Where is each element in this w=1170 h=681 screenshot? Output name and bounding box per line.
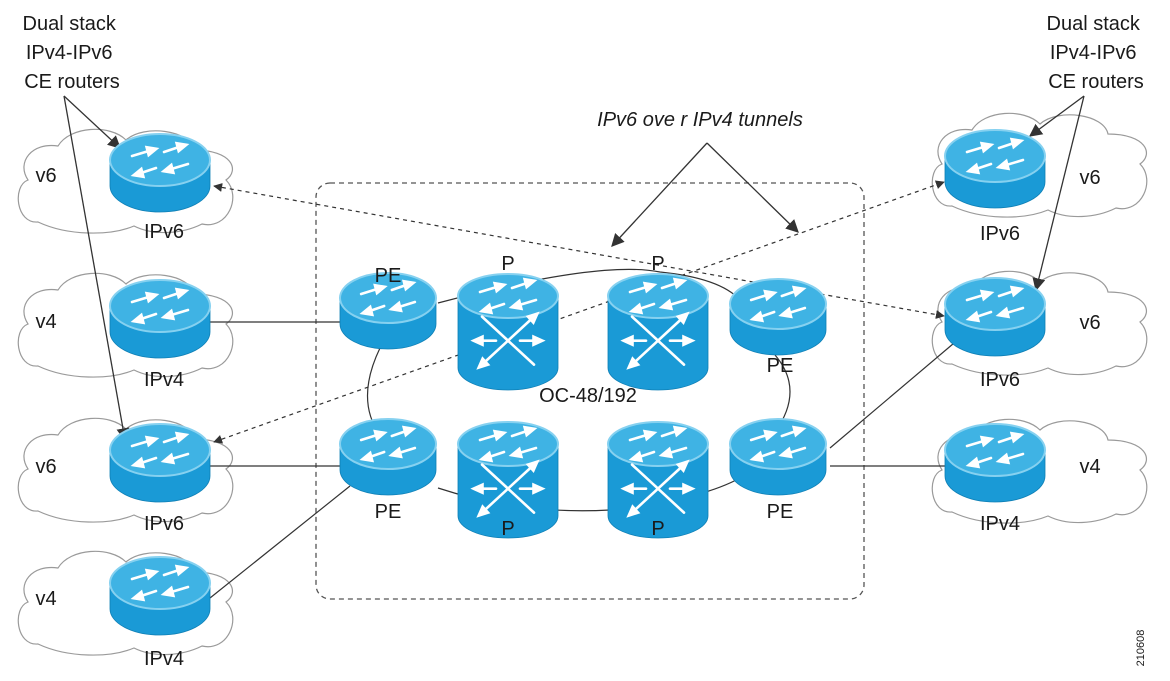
router-arrows-icon bbox=[130, 564, 190, 602]
router-arrows-icon bbox=[359, 279, 417, 317]
router-arrows-icon bbox=[130, 287, 190, 325]
router-arrows-icon bbox=[130, 431, 190, 469]
pe-top-right-label: PE bbox=[767, 355, 794, 377]
annotation-arrows bbox=[63, 95, 1085, 442]
router-left-ipv6-top bbox=[109, 133, 211, 213]
switch-cross-icon bbox=[470, 459, 546, 518]
header-right: Dual stack IPv4-IPv6 CE routers bbox=[1047, 13, 1146, 93]
router-label: IPv6 bbox=[980, 369, 1020, 391]
pe-bottom-left-label: PE bbox=[375, 501, 402, 523]
router-label: IPv6 bbox=[144, 513, 184, 535]
router-arrows-icon bbox=[628, 277, 688, 315]
cloud-label: v6 bbox=[1079, 167, 1100, 189]
router-arrows-icon bbox=[130, 141, 190, 179]
core-label: OC-48/192 bbox=[539, 385, 637, 407]
p-top-2-label: P bbox=[651, 253, 664, 275]
switch-cross-icon bbox=[470, 311, 546, 370]
router-left-ipv4-bottom bbox=[109, 556, 211, 636]
p-bottom-2 bbox=[607, 421, 709, 539]
router-right-ipv6-mid bbox=[944, 277, 1046, 357]
cloud-label: v6 bbox=[35, 165, 56, 187]
p-bottom-2-label: P bbox=[651, 518, 664, 540]
router-label: IPv6 bbox=[144, 221, 184, 243]
router-arrows-icon bbox=[628, 425, 688, 463]
pe-top-right bbox=[729, 278, 827, 356]
cloud-label: v6 bbox=[35, 456, 56, 478]
router-arrows-icon bbox=[749, 425, 807, 463]
router-right-ipv6-top bbox=[944, 129, 1046, 209]
p-bottom-1 bbox=[457, 421, 559, 539]
header-left: Dual stack IPv4-IPv6 CE routers bbox=[23, 13, 122, 93]
figure-id: 210608 bbox=[1135, 630, 1147, 667]
p-top-1-label: P bbox=[501, 253, 514, 275]
pe-bottom-right-label: PE bbox=[767, 501, 794, 523]
pe-bottom-left bbox=[339, 418, 437, 496]
router-label: IPv4 bbox=[144, 369, 184, 391]
router-arrows-icon bbox=[965, 431, 1025, 469]
p-top-1 bbox=[457, 273, 559, 391]
router-arrows-icon bbox=[965, 137, 1025, 175]
router-arrows-icon bbox=[478, 425, 538, 463]
router-arrows-icon bbox=[478, 277, 538, 315]
pe-top-left-label: PE bbox=[375, 265, 402, 287]
switch-cross-icon bbox=[620, 459, 696, 518]
router-left-ipv6-lower bbox=[109, 423, 211, 503]
router-right-ipv4 bbox=[944, 423, 1046, 503]
links bbox=[209, 268, 961, 599]
router-arrows-icon bbox=[965, 285, 1025, 323]
labels: Dual stack IPv4-IPv6 CE routers Dual sta… bbox=[23, 13, 1147, 670]
p-top-2 bbox=[607, 273, 709, 391]
router-label: IPv6 bbox=[980, 223, 1020, 245]
cloud-label: v4 bbox=[1079, 456, 1100, 478]
tunnels-label: IPv6 ove r IPv4 tunnels bbox=[597, 109, 803, 131]
p-bottom-1-label: P bbox=[501, 518, 514, 540]
router-left-ipv4-upper bbox=[109, 279, 211, 359]
cloud-label: v4 bbox=[35, 588, 56, 610]
pe-bottom-right bbox=[729, 418, 827, 496]
router-arrows-icon bbox=[359, 425, 417, 463]
pe-top-left bbox=[339, 272, 437, 350]
switch-cross-icon bbox=[620, 311, 696, 370]
router-label: IPv4 bbox=[144, 648, 184, 670]
router-arrows-icon bbox=[749, 285, 807, 323]
cloud-label: v6 bbox=[1079, 312, 1100, 334]
cloud-label: v4 bbox=[35, 311, 56, 333]
router-label: IPv4 bbox=[980, 513, 1020, 535]
